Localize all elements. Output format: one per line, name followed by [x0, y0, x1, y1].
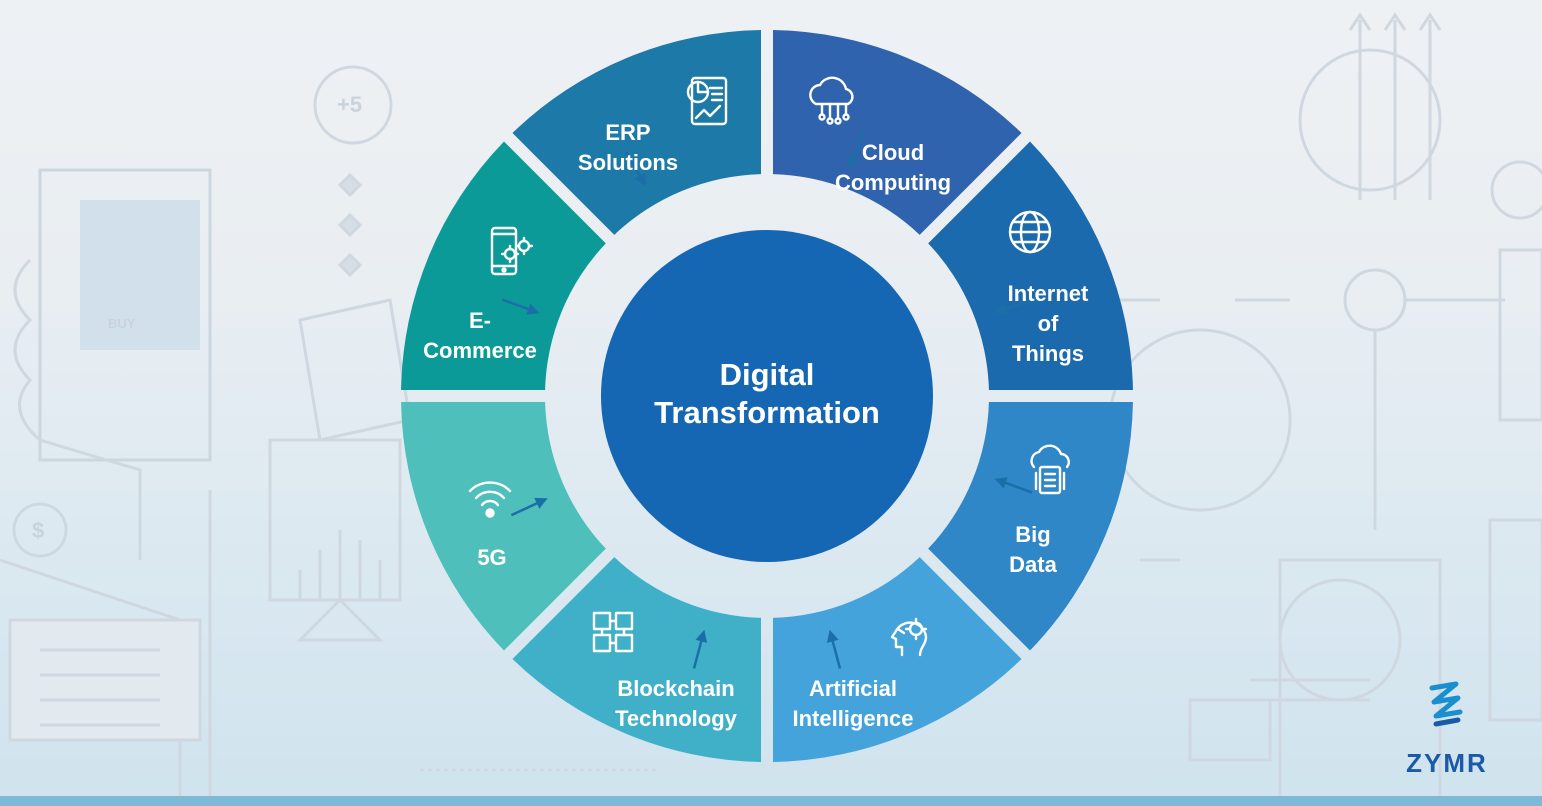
zymr-logo-text: ZYMR: [1406, 748, 1488, 778]
segment-cloud: [772, 30, 1022, 235]
cloud-database-icon: [1030, 444, 1070, 495]
segment-blockchain: [512, 557, 762, 762]
segment-ai: [772, 557, 1022, 762]
center-title-line1: Digital: [719, 357, 815, 392]
segment-label-iot: Internet of Things: [1007, 281, 1089, 366]
segment-bigdata: [928, 401, 1133, 651]
head-gear-icon: [890, 617, 928, 657]
globe-icon: [1008, 210, 1052, 254]
blocks-icon: [592, 611, 634, 653]
segment-5g: [401, 401, 606, 651]
segment-label-cloud: Cloud Computing: [834, 140, 952, 195]
segment-label-ecommerce: E- Commerce: [423, 308, 537, 363]
center-title: Digital Transformation: [605, 356, 929, 432]
arrowhead-ecommerce: [526, 303, 540, 315]
center-circle: [601, 230, 933, 562]
segment-label-erp: ERP Solutions: [577, 120, 679, 175]
arrowhead-ai: [826, 629, 839, 643]
segment-label-bigdata: Big Data: [1009, 522, 1057, 577]
report-chart-icon: [686, 76, 728, 126]
wifi-signal-icon: [468, 481, 512, 518]
bg-plus-five: +5: [337, 92, 362, 117]
cloud-network-icon: [809, 76, 854, 125]
segment-label-5g: 5G: [477, 545, 507, 570]
arrowhead-cloud: [848, 155, 860, 169]
arrowhead-iot: [994, 303, 1008, 315]
bottom-strip: [0, 796, 1542, 806]
zymr-logo-icon: [1429, 681, 1463, 727]
arrowhead-blockchain: [695, 629, 708, 643]
segment-iot: [928, 141, 1133, 391]
segment-label-ai: Artificial Intelligence: [792, 676, 914, 731]
segment-label-blockchain: Blockchain Technology: [615, 676, 737, 731]
bg-buy-label: BUY: [108, 316, 136, 331]
bg-dollar: $: [32, 518, 44, 543]
mobile-gears-icon: [490, 226, 534, 276]
center-title-line2: Transformation: [654, 395, 880, 430]
arrowhead-5g: [534, 497, 548, 509]
arrowhead-erp: [634, 173, 646, 187]
arrowhead-bigdata: [994, 477, 1008, 489]
